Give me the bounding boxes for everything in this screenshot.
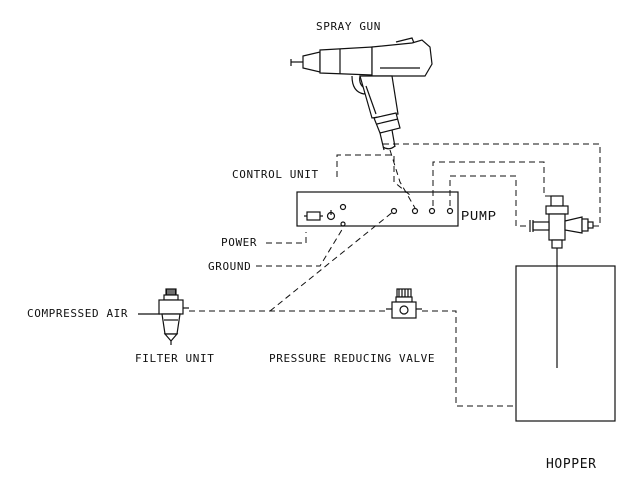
power-label: POWER	[221, 236, 257, 249]
spray-gun-icon	[290, 37, 433, 151]
spray-gun-label: SPRAY GUN	[316, 20, 381, 33]
ground-label: GROUND	[208, 260, 251, 273]
filter-unit-label: FILTER UNIT	[135, 352, 214, 365]
hopper-label: HOPPER	[546, 457, 597, 472]
pressure-reducing-valve-label: PRESSURE REDUCING VALVE	[269, 352, 435, 365]
pump-label: PUMP	[461, 209, 497, 225]
control-unit-panel	[304, 203, 454, 227]
filter-unit-icon	[158, 288, 189, 345]
pump-injector-icon	[529, 195, 594, 262]
valve-icon	[386, 288, 422, 319]
compressed-air-label: COMPRESSED AIR	[27, 307, 128, 320]
control-unit-label: CONTROL UNIT	[232, 168, 319, 181]
hopper-box	[515, 265, 616, 422]
